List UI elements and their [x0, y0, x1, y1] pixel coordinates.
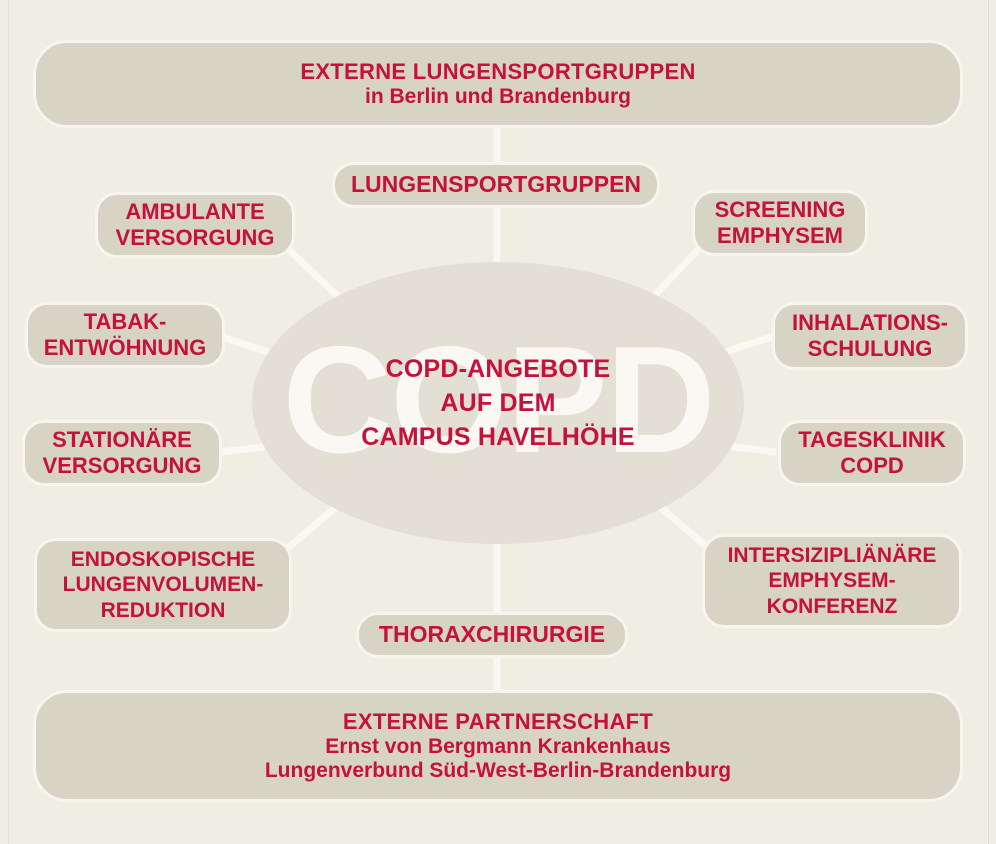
node-tagesklinik-copd-text: TAGESKLINIK COPD — [798, 427, 945, 480]
node-endoskopische-lungenvolumenreduktion[interactable]: ENDOSKOPISCHE LUNGENVOLUMEN- REDUKTION — [34, 538, 292, 632]
banner-top-title: EXTERNE LUNGENSPORTGRUPPEN — [300, 59, 696, 84]
node-stationaere-versorgung-line-2: VERSORGUNG — [42, 453, 202, 478]
node-tagesklinik-copd-line-1: TAGESKLINIK — [798, 426, 946, 452]
node-screening-emphysem-line-1: SCREENING — [714, 196, 846, 222]
node-tagesklinik-copd-line-2: COPD — [840, 453, 904, 478]
banner-bottom-title: EXTERNE PARTNERSCHAFT — [342, 709, 654, 734]
banner-externe-partnerschaft[interactable]: EXTERNE PARTNERSCHAFT Ernst von Bergmann… — [33, 690, 963, 802]
copd-watermark-text: COPD — [282, 314, 715, 485]
node-inhalationsschulung-text: INHALATIONS- SCHULUNG — [792, 310, 948, 363]
node-tabakentwoehnung-text: TABAK- ENTWÖHNUNG — [44, 309, 207, 362]
banner-externe-lungensportgruppen[interactable]: EXTERNE LUNGENSPORTGRUPPEN in Berlin und… — [33, 40, 963, 128]
node-endoskopische-lungenvolumenreduktion-line-1: ENDOSKOPISCHE — [70, 548, 256, 572]
node-inhalationsschulung-line-1: INHALATIONS- — [791, 309, 949, 335]
node-interdisziplinaere-emphysemkonferenz[interactable]: INTERSIZIPLIÄNÄRE EMPHYSEM- KONFERENZ — [702, 534, 962, 628]
node-tagesklinik-copd[interactable]: TAGESKLINIK COPD — [778, 420, 966, 486]
node-stationaere-versorgung[interactable]: STATIONÄRE VERSORGUNG — [22, 420, 222, 486]
connector-screening — [645, 245, 703, 305]
node-interdisziplinaere-emphysemkonferenz-line-1: INTERSIZIPLIÄNÄRE — [727, 544, 937, 568]
node-interdisziplinaere-emphysemkonferenz-line-2: EMPHYSEM- — [768, 569, 896, 593]
node-inhalationsschulung[interactable]: INHALATIONS- SCHULUNG — [772, 302, 968, 370]
node-inhalationsschulung-line-2: SCHULUNG — [807, 336, 933, 361]
node-interdisziplinaere-emphysemkonferenz-line-3: KONFERENZ — [766, 594, 898, 618]
node-lungensportgruppen-line-1: LUNGENSPORTGRUPPEN — [350, 171, 642, 198]
node-tabakentwoehnung-line-1: TABAK- — [83, 308, 167, 334]
node-screening-emphysem[interactable]: SCREENING EMPHYSEM — [692, 190, 868, 256]
central-hub: COPD COPD-ANGEBOTE AUF DEM CAMPUS HAVELH… — [252, 262, 744, 544]
hub-label-line-2: AUF DEM — [440, 389, 556, 417]
hub-label-line-1: COPD-ANGEBOTE — [385, 355, 611, 383]
node-ambulante-versorgung[interactable]: AMBULANTE VERSORGUNG — [95, 192, 295, 258]
page-margin-rule-right — [988, 0, 989, 844]
banner-top-text: EXTERNE LUNGENSPORTGRUPPEN in Berlin und… — [300, 59, 695, 109]
node-screening-emphysem-line-2: EMPHYSEM — [717, 223, 843, 248]
node-thoraxchirurgie[interactable]: THORAXCHIRURGIE — [356, 612, 628, 658]
node-ambulante-versorgung-text: AMBULANTE VERSORGUNG — [116, 199, 275, 252]
banner-bottom-subtitle-2: Lungenverbund Süd-West-Berlin-Brandenbur… — [264, 759, 732, 782]
node-endoskopische-lungenvolumenreduktion-text: ENDOSKOPISCHE LUNGENVOLUMEN- REDUKTION — [63, 547, 264, 623]
banner-top-subtitle: in Berlin und Brandenburg — [364, 85, 631, 108]
hub-label-line-3: CAMPUS HAVELHÖHE — [361, 423, 635, 451]
node-thoraxchirurgie-line-1: THORAXCHIRURGIE — [378, 621, 606, 648]
node-endoskopische-lungenvolumenreduktion-line-2: LUNGENVOLUMEN- — [62, 573, 264, 597]
node-screening-emphysem-text: SCREENING EMPHYSEM — [715, 197, 846, 250]
node-ambulante-versorgung-line-2: VERSORGUNG — [115, 225, 275, 250]
node-lungensportgruppen-text: LUNGENSPORTGRUPPEN — [351, 171, 641, 199]
node-endoskopische-lungenvolumenreduktion-line-3: REDUKTION — [100, 598, 226, 622]
banner-bottom-subtitle-1: Ernst von Bergmann Krankenhaus — [325, 735, 671, 758]
hub-label: COPD-ANGEBOTE AUF DEM CAMPUS HAVELHÖHE — [361, 352, 635, 454]
node-interdisziplinaere-emphysemkonferenz-text: INTERSIZIPLIÄNÄRE EMPHYSEM- KONFERENZ — [728, 543, 937, 619]
node-tabakentwoehnung[interactable]: TABAK- ENTWÖHNUNG — [25, 302, 225, 368]
banner-bottom-text: EXTERNE PARTNERSCHAFT Ernst von Bergmann… — [265, 709, 731, 783]
node-stationaere-versorgung-text: STATIONÄRE VERSORGUNG — [43, 427, 202, 480]
node-ambulante-versorgung-line-1: AMBULANTE — [125, 198, 265, 224]
page-margin-rule-left — [8, 0, 9, 844]
node-lungensportgruppen[interactable]: LUNGENSPORTGRUPPEN — [332, 162, 660, 208]
node-tabakentwoehnung-line-2: ENTWÖHNUNG — [43, 335, 207, 360]
node-stationaere-versorgung-line-1: STATIONÄRE — [52, 426, 192, 452]
node-thoraxchirurgie-text: THORAXCHIRURGIE — [379, 621, 605, 649]
